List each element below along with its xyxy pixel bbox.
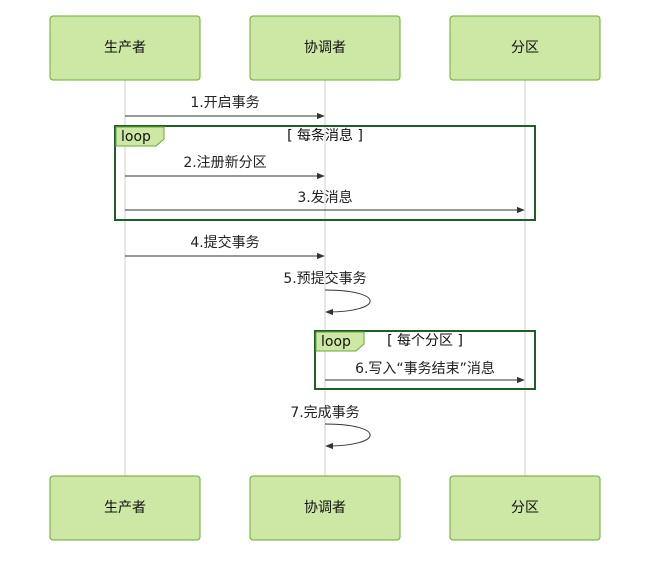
- loop-keyword: loop: [321, 334, 351, 350]
- actor-label: 协调者: [304, 500, 346, 516]
- message-label: 6.写入“事务结束”消息: [355, 360, 495, 377]
- message-label: 3.发消息: [297, 189, 352, 206]
- actor-label: 生产者: [104, 40, 146, 56]
- loop-condition: [ 每个分区 ]: [387, 333, 463, 349]
- loop-condition: [ 每条消息 ]: [287, 127, 363, 144]
- self-message-arrow: [324, 423, 371, 450]
- actor-coordinator-bottom: 协调者: [249, 475, 401, 541]
- message-label: 1.开启事务: [190, 95, 259, 111]
- actor-partition-top: 分区: [449, 15, 601, 81]
- message-label: 7.完成事务: [290, 405, 359, 421]
- loop-frame-messages: loop [ 每条消息 ]: [114, 125, 536, 221]
- actor-coordinator-top: 协调者: [249, 15, 401, 81]
- message-label: 5.预提交事务: [283, 270, 366, 287]
- message-label: 2.注册新分区: [183, 155, 266, 171]
- actor-partition-bottom: 分区: [449, 475, 601, 541]
- loop-keyword: loop: [121, 129, 151, 145]
- actor-producer-bottom: 生产者: [49, 475, 201, 541]
- actor-producer-top: 生产者: [49, 15, 201, 81]
- actor-label: 生产者: [104, 500, 146, 516]
- loop-frame-partitions: loop [ 每个分区 ]: [314, 330, 536, 390]
- actor-label: 分区: [511, 40, 539, 56]
- actor-label: 分区: [511, 500, 539, 516]
- actor-label: 协调者: [304, 40, 346, 56]
- self-message-arrow: [324, 289, 371, 316]
- message-label: 4.提交事务: [190, 234, 259, 251]
